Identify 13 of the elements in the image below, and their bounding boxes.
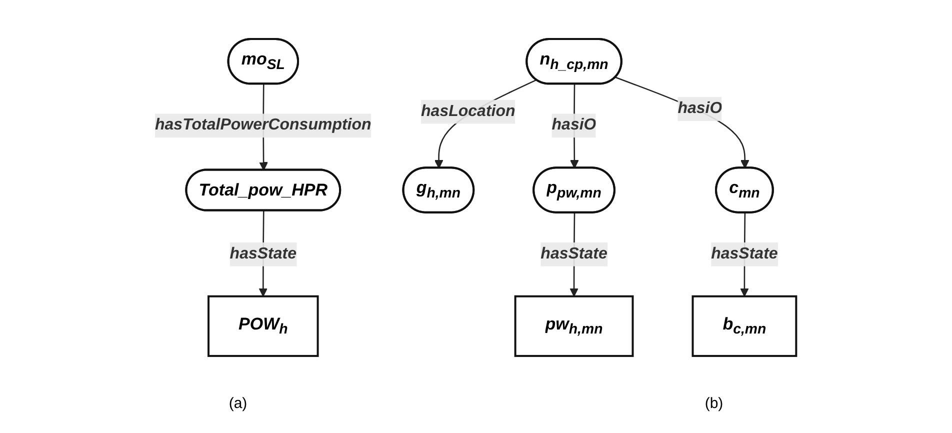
arrow (616, 76, 750, 169)
node-box: pw$_{h,mn}$ (514, 295, 634, 357)
edge-label: hasLocation (421, 102, 516, 120)
edge-label: hasTotalPowerConsumption (155, 116, 372, 134)
edge-label: hasiO (678, 100, 723, 117)
node-box: b$_{c,mn}$ (692, 295, 798, 357)
edge-label: hasiO (552, 116, 597, 134)
panel-label: (a) (228, 395, 248, 412)
edge-label: hasState (712, 245, 778, 262)
edge-label: hasState (230, 245, 297, 262)
node-box: POW$_{h}$ (208, 295, 320, 357)
edge-label: hasState (541, 245, 608, 262)
panel-label: (b) (704, 395, 724, 412)
